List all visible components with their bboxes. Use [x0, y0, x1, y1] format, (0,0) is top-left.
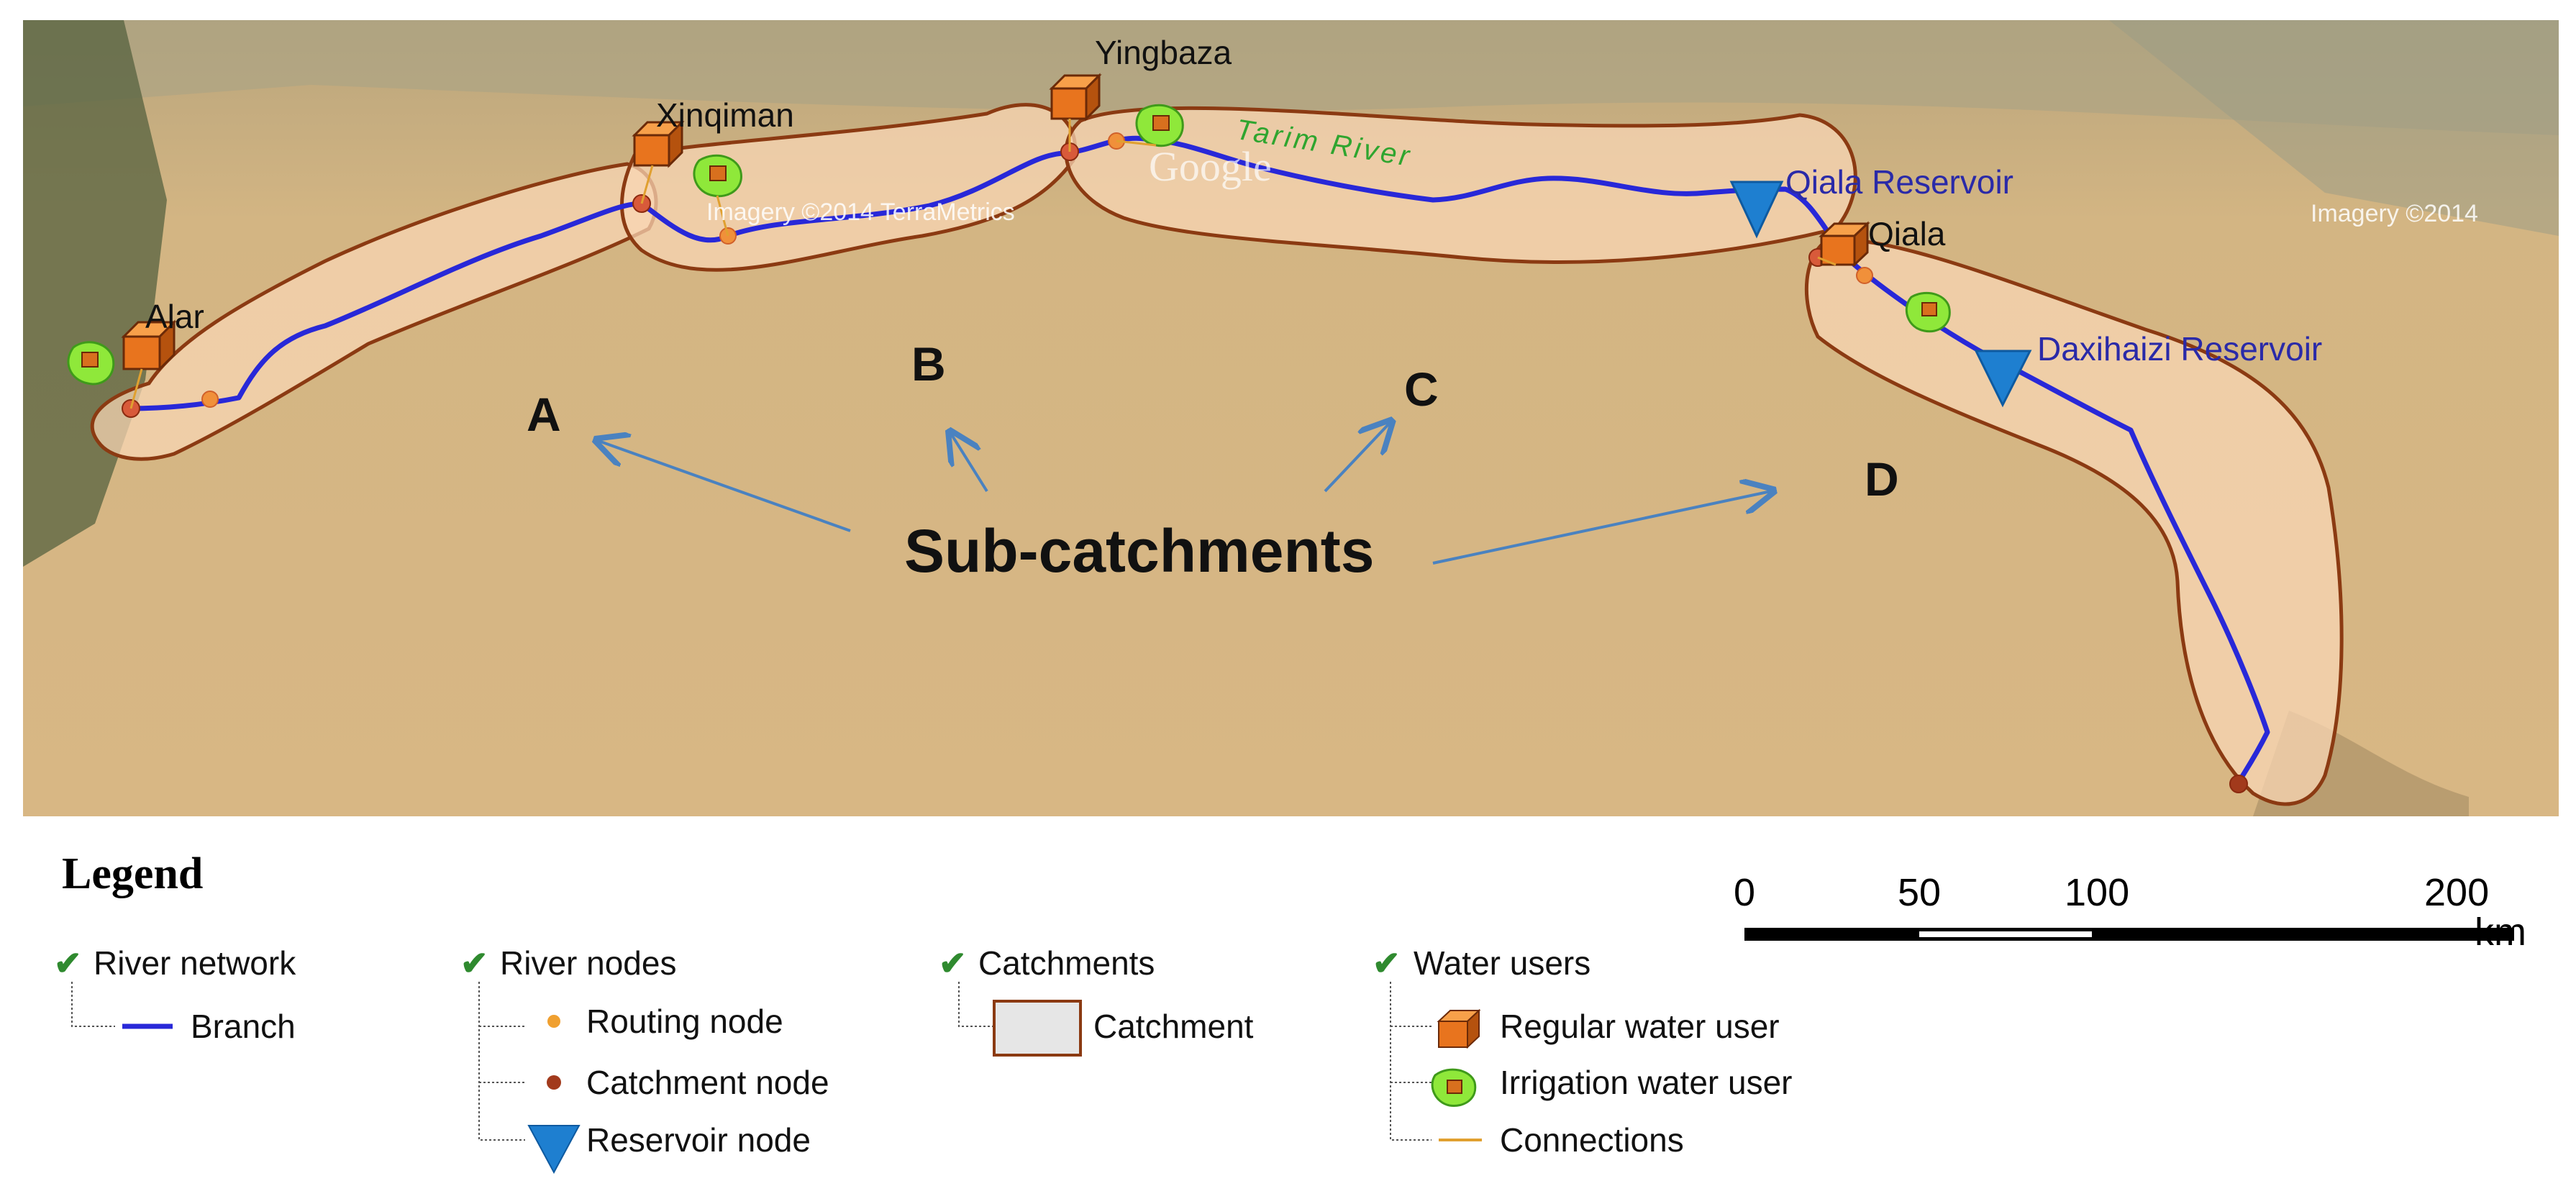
checkbox-water-users[interactable]: ✔: [1373, 944, 1401, 982]
scale-tick-50: 50: [1898, 871, 1942, 914]
routing-node: [1856, 267, 1873, 284]
legend-regular-water-user: Regular water user: [1500, 1008, 1780, 1045]
place-label-alar: Alar: [145, 298, 204, 335]
regular-water-user-xinqiman: [632, 119, 685, 168]
legend-title: Legend: [62, 849, 204, 898]
checkbox-river-network[interactable]: ✔: [54, 944, 82, 982]
arrow-to-a: [599, 441, 851, 532]
legend-catchments: Catchments: [978, 944, 1155, 982]
regular-water-users: [121, 73, 1870, 372]
place-label-qiala: Qiala: [1868, 215, 1946, 252]
regular-water-user-qiala: [1819, 221, 1870, 268]
scale-bar: [1744, 928, 2514, 941]
catchment-letter-d: D: [1865, 452, 1899, 506]
catchment-letter-b: B: [911, 337, 946, 391]
routing-node: [201, 391, 219, 408]
arrow-to-b: [951, 434, 988, 493]
scale-tick-100: 100: [2065, 871, 2130, 914]
catchment-d: [1804, 237, 2344, 806]
legend-river-nodes: River nodes: [500, 944, 677, 982]
connections: [129, 119, 1837, 409]
catchments: [90, 103, 2344, 806]
catchment-b: [620, 103, 1077, 272]
mountain-terrain: [2109, 20, 2559, 236]
scale-tick-200: 200: [2424, 871, 2490, 914]
place-label-yingbaza: Yingbaza: [1095, 34, 1232, 71]
google-watermark: Google: [1149, 143, 1272, 190]
catchment-letter-a: A: [527, 388, 561, 441]
legend-catchment: Catchment: [1093, 1008, 1254, 1045]
reservoir-node-qiala: [1729, 181, 1784, 239]
map-canvas: [23, 20, 2559, 816]
arrow-to-c: [1324, 423, 1390, 493]
catchment-symbol: [993, 1000, 1082, 1057]
checkbox-catchments[interactable]: ✔: [939, 944, 967, 982]
oasis-terrain: [23, 20, 167, 567]
catchment-node-symbol: [547, 1075, 561, 1090]
legend-water-users: Water users: [1414, 944, 1591, 982]
arrow-to-d: [1432, 491, 1771, 565]
legend-river-network: River network: [94, 944, 296, 982]
satellite-map: Alar Xinqiman Yingbaza Qiala Qiala Reser…: [23, 20, 2559, 816]
irrigation-user-cores: [81, 115, 1937, 368]
place-label-xinqiman: Xinqiman: [656, 96, 794, 134]
regular-water-user-symbol: [1437, 1008, 1481, 1049]
scale-tick-0: 0: [1734, 871, 1756, 914]
subcatchment-arrows: [599, 423, 1771, 565]
legend-connections: Connections: [1500, 1121, 1684, 1159]
reservoir-label-daxihaizi: Daxihaizi Reservoir: [2037, 330, 2323, 368]
legend-catchment-node: Catchment node: [586, 1064, 829, 1101]
scale-unit: km: [2475, 911, 2526, 954]
reservoir-node-symbol: [527, 1125, 581, 1174]
imagery-attribution-left: Imagery ©2014 TerraMetrics: [706, 199, 1015, 226]
legend-branch: Branch: [191, 1008, 296, 1045]
irrigation-water-user-symbol: [1431, 1068, 1477, 1107]
legend-irrigation-water-user: Irrigation water user: [1500, 1064, 1793, 1101]
catchment-letter-c: C: [1404, 362, 1439, 416]
catchment-node: [2229, 775, 2248, 793]
river-branch: [127, 135, 2270, 785]
reservoir-label-qiala: Qiala Reservoir: [1785, 163, 2013, 201]
legend-reservoir-node: Reservoir node: [586, 1121, 811, 1159]
legend-routing-node: Routing node: [586, 1003, 783, 1040]
reservoir-node-daxihaizi: [1974, 350, 2032, 408]
subcatchments-label: Sub-catchments: [904, 517, 1375, 585]
regular-water-user-yingbaza: [1049, 73, 1102, 122]
routing-node-symbol: [547, 1015, 560, 1028]
regular-water-user-alar: [121, 319, 177, 372]
imagery-attribution-right: Imagery ©2014: [2311, 200, 2478, 227]
legend-graphics: [71, 928, 2514, 1174]
legend-tree-lines: [71, 982, 1432, 1141]
northern-terrain: [23, 20, 2559, 135]
checkbox-river-nodes[interactable]: ✔: [460, 944, 488, 982]
